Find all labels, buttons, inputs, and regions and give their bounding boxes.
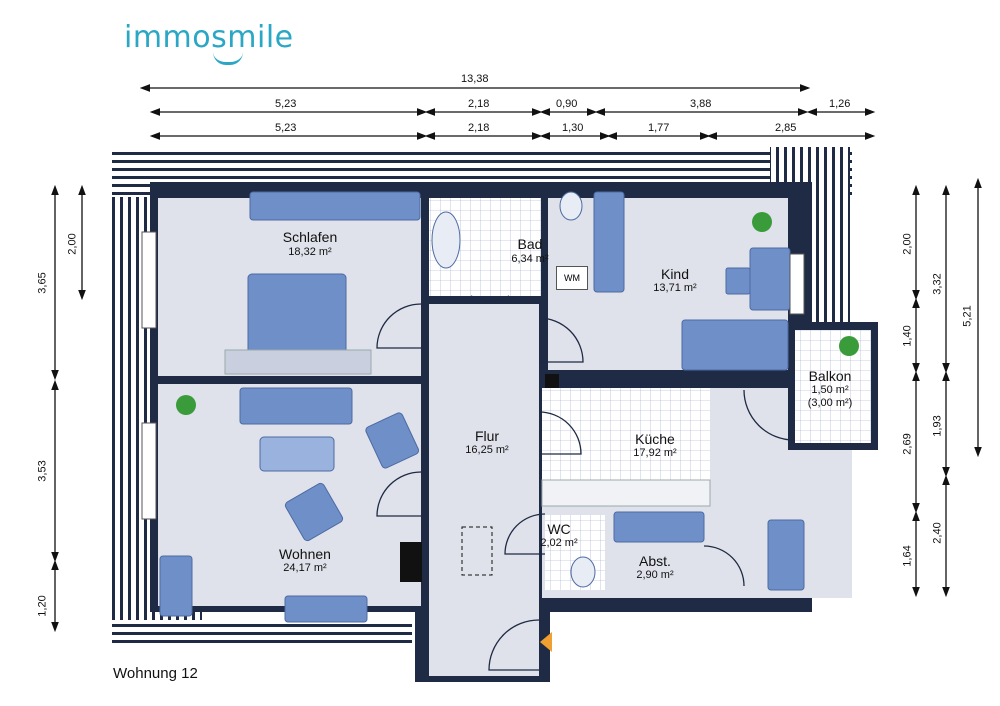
brand-mark: ()onOffice <box>862 530 873 570</box>
window <box>789 253 805 315</box>
dim-label: 1,64 <box>901 545 914 567</box>
roof-slats-bottom <box>112 620 412 648</box>
logo-smile-icon <box>213 52 243 65</box>
dim-label: 5,23 <box>275 98 297 110</box>
window <box>141 231 157 329</box>
dim-label: 2,18 <box>468 122 490 134</box>
room-name-kind: Kind <box>660 266 690 282</box>
room-area-kind: 13,71 m² <box>653 282 697 294</box>
window <box>141 422 157 520</box>
dim-label: 3,65 <box>36 272 49 294</box>
dim-label: 5,23 <box>275 122 297 134</box>
room-area-flur: 16,25 m² <box>465 444 509 456</box>
room-area-wohnen: 24,17 m² <box>283 562 327 574</box>
logo: immosmile <box>124 20 294 55</box>
dim-label: 2,40 <box>931 522 944 544</box>
ceiling-hatch <box>461 526 493 576</box>
plant-icon <box>752 212 772 232</box>
chimney <box>400 542 422 582</box>
room-name-abst: Abst. <box>639 553 671 569</box>
dim-label: 0,90 <box>556 98 578 110</box>
dim-label: 2,85 <box>775 122 797 134</box>
room-name-flur: Flur <box>474 428 500 444</box>
room-area-bad: 6,34 m² <box>511 253 549 265</box>
dim-label: 3,53 <box>36 460 49 482</box>
dim-label: 1,77 <box>648 122 670 134</box>
dim-label: 1,30 <box>562 122 584 134</box>
entrance-marker-icon <box>540 632 552 652</box>
room-name-wc: WC <box>547 521 571 537</box>
room-area-balkon-extra: (3,00 m²) <box>807 397 853 409</box>
dim-label: 2,00 <box>901 233 914 255</box>
room-name-bad: Bad <box>517 236 543 252</box>
room-area-kueche: 17,92 m² <box>633 447 677 459</box>
room-name-kueche: Küche <box>635 431 675 447</box>
kitchen-counter <box>541 479 711 507</box>
plant-icon <box>176 395 196 415</box>
furniture <box>159 191 805 623</box>
dim-label: 2,18 <box>468 98 490 110</box>
room-name-wohnen: Wohnen <box>279 546 331 562</box>
dim-label: 1,26 <box>829 98 851 110</box>
dim-label: 3,88 <box>690 98 712 110</box>
doors <box>376 295 795 671</box>
shaft <box>545 374 559 388</box>
dim-label: 3,32 <box>931 273 944 295</box>
dim-label: 1,40 <box>901 325 914 347</box>
room-area-balkon: 1,50 m² <box>811 384 849 396</box>
dim-label: 1,93 <box>931 415 944 437</box>
room-area-schlafen: 18,32 m² <box>288 246 332 258</box>
plant-icon <box>839 336 859 356</box>
flur-floor <box>429 304 539 676</box>
dim-label: 2,69 <box>901 433 914 455</box>
room-area-wc: 2,02 m² <box>540 537 578 549</box>
room-name-balkon: Balkon <box>808 368 852 384</box>
room-name-schlafen: Schlafen <box>282 229 338 245</box>
dim-label: 1,20 <box>36 595 49 617</box>
room-area-abst: 2,90 m² <box>636 569 674 581</box>
washing-machine-icon: WM <box>556 266 588 290</box>
dim-label: 2,00 <box>66 233 79 255</box>
dim-top-total: 13,38 <box>461 73 489 85</box>
dimension-lines <box>51 84 982 633</box>
apartment-label: Wohnung 12 <box>113 665 198 682</box>
dim-label: 5,21 <box>961 305 974 327</box>
